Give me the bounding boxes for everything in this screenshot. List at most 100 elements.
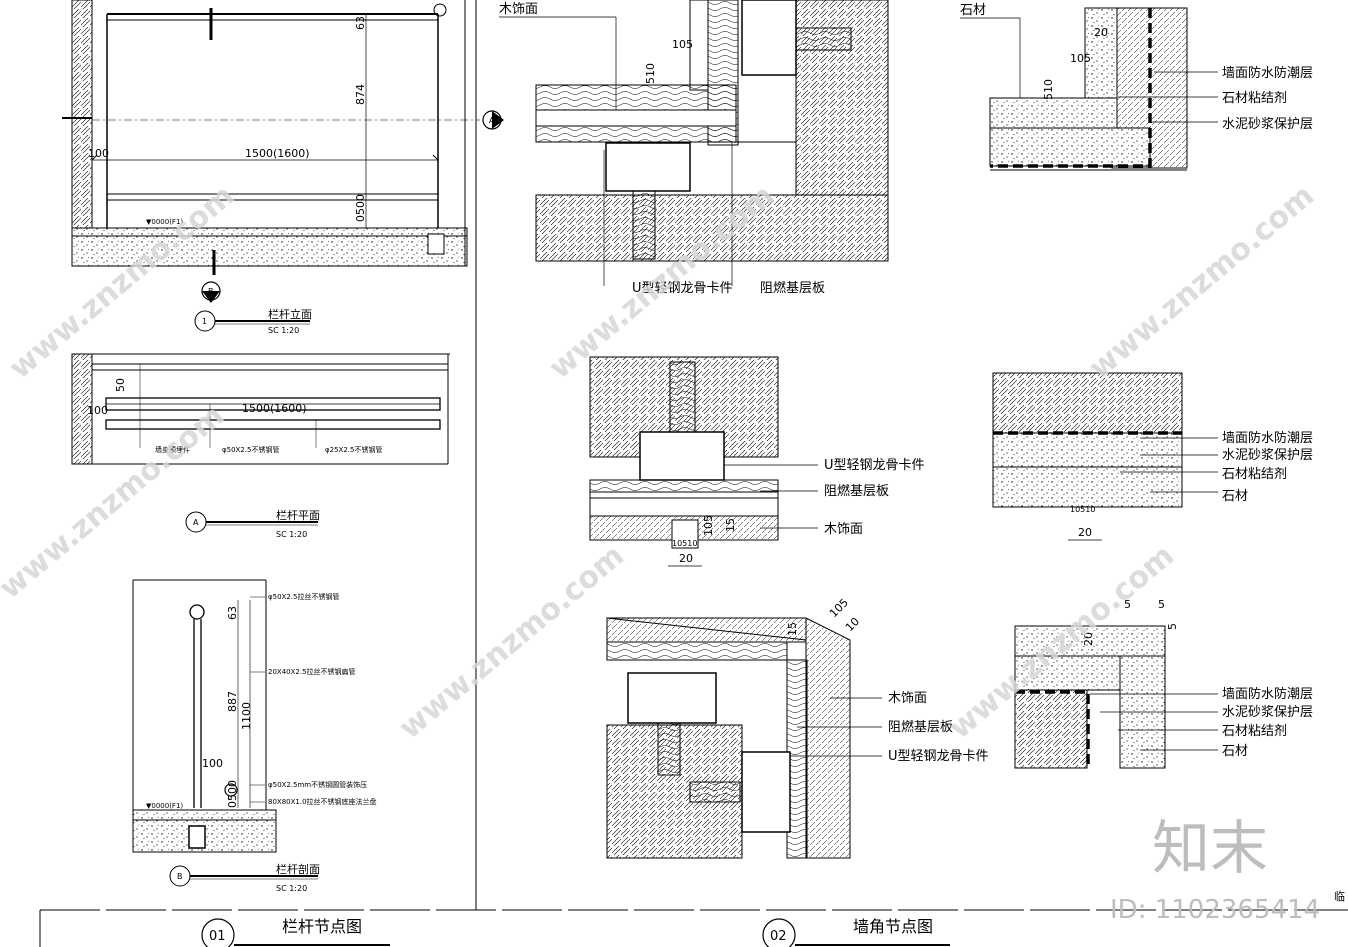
stone-bot-layer2: 水泥砂浆保护层 <box>1222 705 1313 720</box>
plan-note-1: 墙身预埋件 <box>155 445 190 454</box>
watermark-brand: 知末 ID: 1102365414 <box>1110 814 1320 925</box>
stone-corner-detail-bottom: 墙面防水防潮层 水泥砂浆保护层 石材粘结剂 石材 5 5 5 20 <box>1014 598 1313 769</box>
edge-text: 临 <box>1334 889 1345 903</box>
elev-dim-100: 100 <box>88 147 109 160</box>
railing-section: 63 887 1100 100 0500 ▼0000(F1) φ50X2.5拉丝… <box>132 579 377 853</box>
section-dim-63: 63 <box>226 606 239 620</box>
section-dim-887: 887 <box>226 691 239 712</box>
section-dim-050: 0500 <box>226 780 239 808</box>
wood-bot-label-board: 阻燃基层板 <box>888 719 953 735</box>
wood-mid-label-board: 阻燃基层板 <box>824 483 889 499</box>
wood-bot-dim-10: 10 <box>843 615 862 634</box>
wood-bot-label-u: U型轻钢龙骨卡件 <box>888 749 989 764</box>
watermark-id: ID: 1102365414 <box>1110 895 1320 925</box>
section-title: 栏杆剖面 <box>276 862 320 876</box>
wood-corner-detail-mid: U型轻钢龙骨卡件 阻燃基层板 木饰面 105 15 10510 20 <box>589 356 925 567</box>
stone-bot-dim-5a: 5 <box>1124 598 1131 611</box>
wood-bot-dim-105: 105 <box>827 596 851 620</box>
stone-top-layer1: 墙面防水防潮层 <box>1222 65 1313 81</box>
section-dim-100: 100 <box>202 757 223 770</box>
section-scale: SC 1:20 <box>276 884 307 893</box>
watermark-logo: 知末 <box>1152 814 1268 882</box>
stone-mid-dim-10510: 10510 <box>1070 505 1095 514</box>
wood-mid-label-u: U型轻钢龙骨卡件 <box>824 458 925 473</box>
stone-mid-layer2: 水泥砂浆保护层 <box>1222 448 1313 463</box>
sheet-title-left: 01 栏杆节点图 <box>201 917 390 947</box>
elevation-title: 栏杆立面 <box>268 307 312 321</box>
stone-top-dim-20: 20 <box>1094 26 1108 39</box>
wood-top-dim-510: 510 <box>644 63 657 84</box>
wood-mid-label-wood: 木饰面 <box>824 522 863 537</box>
wood-top-label-board: 阻燃基层板 <box>760 280 825 296</box>
wood-mid-dim-20: 20 <box>679 552 693 565</box>
stone-top-dim-510: 510 <box>1042 79 1055 100</box>
stone-bot-dim-5b: 5 <box>1158 598 1165 611</box>
stone-bot-layer4: 石材 <box>1222 744 1248 759</box>
stone-corner-detail-mid: 墙面防水防潮层 水泥砂浆保护层 石材粘结剂 石材 10510 20 <box>992 372 1313 541</box>
elevation-title-block: 1 栏杆立面 SC 1:20 <box>194 307 312 335</box>
elevation-scale: SC 1:20 <box>268 326 299 335</box>
section-title-block: B 栏杆剖面 SC 1:20 <box>169 862 320 893</box>
plan-symbol: A <box>193 518 199 527</box>
stone-mid-layer1: 墙面防水防潮层 <box>1222 430 1313 446</box>
watermark-site-5: www.znzmo.com <box>1083 178 1321 386</box>
section-symbol: B <box>177 872 183 881</box>
sheet-right-number: 02 <box>770 929 787 944</box>
sheet-right-title: 墙角节点图 <box>853 917 933 936</box>
railing-plan: 1500(1600) 100 50 墙身预埋件 φ50X2.5不锈钢管 φ25X… <box>71 353 450 465</box>
wood-bot-dim-15: 15 <box>786 622 799 636</box>
stone-mid-dim-20: 20 <box>1078 526 1092 539</box>
elev-dim-874: 874 <box>354 84 367 105</box>
wood-top-label-wood: 木饰面 <box>499 2 538 17</box>
sheet-title-strip: 01 栏杆节点图 02 墙角节点图 临 <box>39 889 1348 947</box>
plan-dim-width: 1500(1600) <box>242 402 307 415</box>
elev-floor-level: ▼0000(F1) <box>146 218 183 226</box>
stone-top-label-stone: 石材 <box>960 3 986 18</box>
plan-note-3: φ25X2.5不锈钢管 <box>325 445 382 454</box>
sheet-left-title: 栏杆节点图 <box>282 917 362 936</box>
sheet-title-right: 02 墙角节点图 <box>762 917 950 947</box>
watermark-site-4: www.znzmo.com <box>393 538 631 746</box>
wood-mid-dim-15: 15 <box>724 518 737 532</box>
wood-top-label-u: U型轻钢龙骨卡件 <box>632 281 733 296</box>
wood-corner-detail-bottom: 木饰面 阻燃基层板 U型轻钢龙骨卡件 15 105 10 <box>606 596 989 859</box>
stone-bot-dim-20: 20 <box>1082 632 1095 646</box>
stone-corner-detail-top: 石材 墙面防水防潮层 石材粘结剂 水泥砂浆保护层 20 105 510 <box>960 3 1313 171</box>
wood-corner-detail-top: 木饰面 U型轻钢龙骨卡件 阻燃基层板 105 510 <box>499 0 889 296</box>
section-note-1: φ50X2.5拉丝不锈钢管 <box>268 592 339 601</box>
railing-elevation: 100 1500(1600) 874 63 0500 ▼0000(F1) <box>62 0 480 275</box>
watermark-site-1: www.znzmo.com <box>3 178 241 386</box>
section-note-4: 80X80X1.0拉丝不锈钢底座法兰盘 <box>268 797 377 806</box>
wood-bot-label-wood: 木饰面 <box>888 691 927 706</box>
section-dim-1100: 1100 <box>240 702 253 730</box>
section-mark-b-label: B <box>208 287 214 296</box>
stone-top-dim-105: 105 <box>1070 52 1091 65</box>
section-mark-a-label: A <box>489 116 495 125</box>
plan-title-block: A 栏杆平面 SC 1:20 <box>185 508 320 539</box>
stone-mid-layer3: 石材粘结剂 <box>1222 467 1287 482</box>
elev-dim-63: 63 <box>354 16 367 30</box>
stone-top-layer3: 水泥砂浆保护层 <box>1222 117 1313 132</box>
wood-mid-dim-105: 105 <box>702 515 715 536</box>
elev-dim-width: 1500(1600) <box>245 147 310 160</box>
plan-dim-50: 50 <box>114 378 127 392</box>
section-mark-a[interactable]: A <box>482 110 504 130</box>
stone-bot-layer3: 石材粘结剂 <box>1222 724 1287 739</box>
sheet-left-number: 01 <box>209 929 226 944</box>
section-mark-b[interactable]: B <box>201 281 221 303</box>
stone-top-layer2: 石材粘结剂 <box>1222 91 1287 106</box>
plan-title: 栏杆平面 <box>276 508 320 522</box>
elevation-symbol: 1 <box>202 317 207 326</box>
section-note-2: 20X40X2.5拉丝不锈钢扁管 <box>268 667 356 676</box>
plan-dim-100: 100 <box>87 404 108 417</box>
stone-mid-layer4: 石材 <box>1222 489 1248 504</box>
elev-dim-50: 0500 <box>354 194 367 222</box>
plan-note-2: φ50X2.5不锈钢管 <box>222 445 279 454</box>
section-note-3: φ50X2.5mm不锈钢圆管装饰压 <box>268 780 367 789</box>
section-floor-level: ▼0000(F1) <box>146 802 183 810</box>
stone-bot-dim-5c: 5 <box>1166 623 1179 630</box>
wood-top-dim-105: 105 <box>672 38 693 51</box>
plan-scale: SC 1:20 <box>276 530 307 539</box>
wood-mid-dim-10510: 10510 <box>672 539 697 548</box>
